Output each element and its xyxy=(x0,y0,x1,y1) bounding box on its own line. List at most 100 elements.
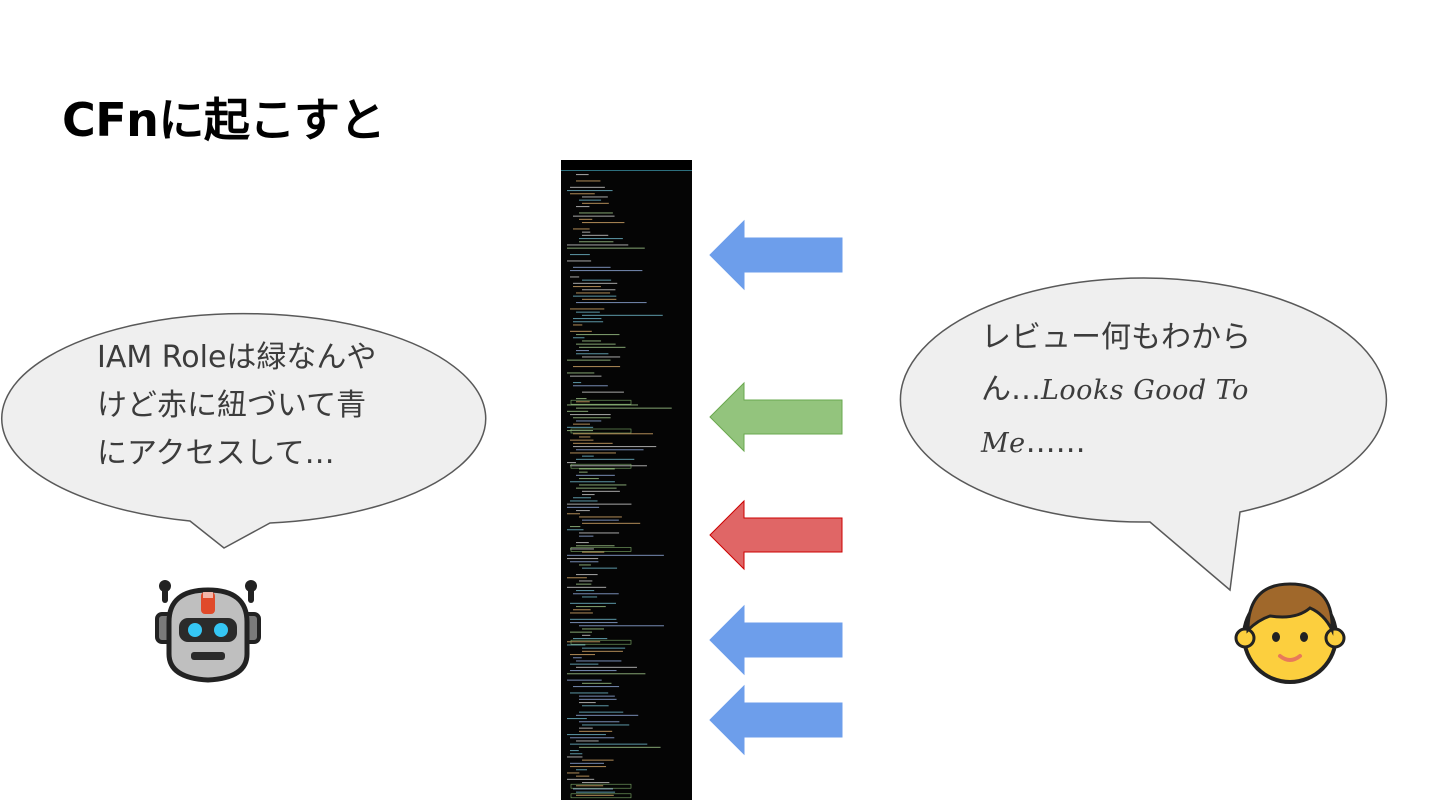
right-bubble-script: Looks Good To xyxy=(1041,375,1249,406)
code-line xyxy=(567,430,594,432)
code-line xyxy=(573,638,608,640)
code-line xyxy=(567,410,589,412)
code-line xyxy=(573,382,582,384)
code-line xyxy=(576,791,616,793)
code-line xyxy=(579,698,617,700)
code-highlight xyxy=(570,428,632,434)
code-line xyxy=(582,724,630,726)
code-line xyxy=(567,673,646,675)
code-line xyxy=(576,350,589,352)
code-line xyxy=(579,346,626,348)
code-line xyxy=(573,266,611,268)
right-bubble-line: ん…Looks Good To xyxy=(981,364,1251,417)
code-line xyxy=(570,766,607,768)
code-line xyxy=(579,238,623,240)
code-line xyxy=(576,206,590,208)
code-line xyxy=(582,391,624,393)
code-line xyxy=(570,743,648,745)
code-line xyxy=(576,420,602,422)
code-line xyxy=(570,465,647,467)
code-line xyxy=(576,474,615,476)
code-line xyxy=(573,788,613,790)
code-line xyxy=(570,308,605,310)
code-line xyxy=(573,215,615,217)
code-line xyxy=(579,564,591,566)
code-line xyxy=(573,366,621,368)
code-line xyxy=(567,679,602,681)
code-line xyxy=(576,542,589,544)
code-line xyxy=(582,279,612,281)
code-line xyxy=(579,218,593,220)
code-line xyxy=(570,375,602,377)
code-line xyxy=(570,254,590,256)
code-line xyxy=(582,759,614,761)
code-line xyxy=(567,503,632,505)
code-line xyxy=(576,666,637,668)
code-line xyxy=(576,775,590,777)
code-line xyxy=(570,193,595,195)
code-line xyxy=(579,478,599,480)
code-line xyxy=(582,596,598,598)
arrow-blue xyxy=(709,684,843,756)
editor-tab-bar xyxy=(561,160,692,171)
code-line xyxy=(582,490,620,492)
code-highlight xyxy=(570,463,632,469)
code-line xyxy=(582,196,608,198)
code-line xyxy=(567,359,611,361)
code-line xyxy=(567,190,613,192)
code-line xyxy=(567,577,587,579)
code-line xyxy=(582,231,591,233)
code-line xyxy=(573,286,601,288)
code-line xyxy=(576,458,635,460)
code-line xyxy=(579,436,591,438)
right-bubble-text: レビュー何もわから ん…Looks Good To Me…… xyxy=(981,312,1251,470)
left-bubble-line: けど赤に紐づいて青 xyxy=(97,388,367,423)
code-line xyxy=(576,740,599,742)
code-line xyxy=(570,692,609,694)
code-line xyxy=(579,471,588,473)
code-line xyxy=(567,586,607,588)
code-line xyxy=(570,631,593,633)
code-line xyxy=(576,180,601,182)
code-line xyxy=(579,746,661,748)
code-line xyxy=(567,644,586,646)
code-line xyxy=(573,609,591,611)
code-line xyxy=(579,468,615,470)
code-line xyxy=(582,298,617,300)
code-line xyxy=(582,314,663,316)
code-line xyxy=(573,446,657,448)
code-line xyxy=(579,625,664,627)
code-line xyxy=(579,730,613,732)
code-line xyxy=(573,337,585,339)
code-line xyxy=(567,372,595,374)
code-line xyxy=(582,650,623,652)
code-line xyxy=(579,727,593,729)
code-line xyxy=(570,663,599,665)
left-bubble-line: にアクセスして… xyxy=(97,436,335,471)
code-line xyxy=(570,526,581,528)
code-line xyxy=(573,593,619,595)
code-line xyxy=(582,340,602,342)
code-line xyxy=(576,714,639,716)
code-line xyxy=(570,439,594,441)
code-highlight xyxy=(570,639,632,645)
code-line xyxy=(579,199,602,201)
code-line xyxy=(573,423,590,425)
code-line xyxy=(576,302,647,304)
code-line xyxy=(582,522,641,524)
code-line xyxy=(567,247,645,249)
left-speech-bubble xyxy=(1,312,487,549)
code-line xyxy=(576,334,620,336)
code-line xyxy=(582,634,591,636)
code-line xyxy=(570,612,593,614)
code-line xyxy=(570,414,611,416)
code-line xyxy=(576,353,609,355)
code-line xyxy=(567,756,583,758)
code-line xyxy=(567,554,664,556)
code-line xyxy=(582,551,605,553)
code-line xyxy=(576,401,590,403)
code-line xyxy=(567,404,639,406)
